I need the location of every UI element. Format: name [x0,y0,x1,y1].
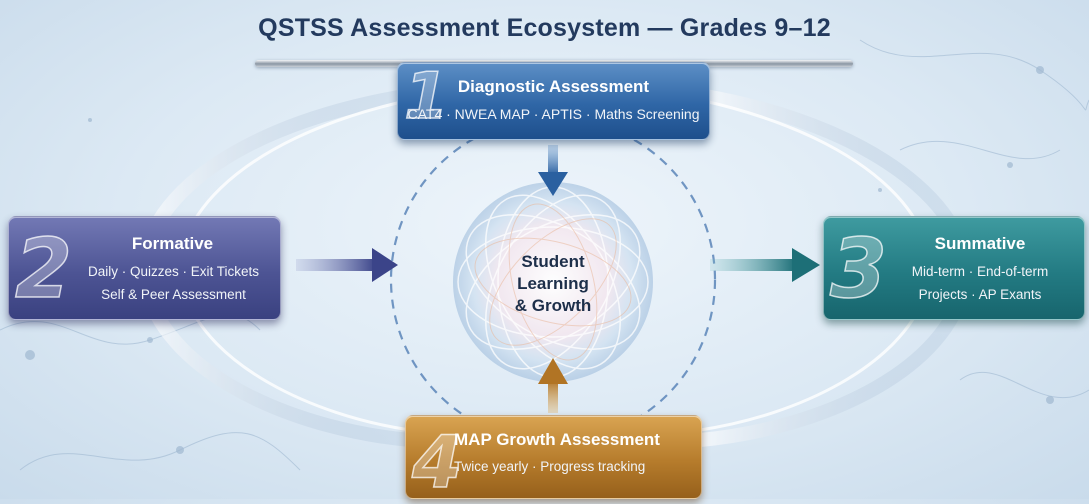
formative-card: 2 Formative Daily · Quizzes · Exit Ticke… [8,216,281,320]
map-growth-subtitle: Twice yearly · Progress tracking [454,459,646,474]
center-line-3: & Growth [514,296,592,315]
center-line-2: Learning [517,274,589,293]
inner-dashed-circle [389,116,717,444]
center-line-1: Student [521,252,585,271]
arrow-map-to-center [538,358,568,413]
map-growth-title: MAP Growth Assessment [454,430,660,449]
arrow-diagnostic-to-center [538,145,568,196]
diagnostic-title: Diagnostic Assessment [457,77,650,96]
diagnostic-subtitle: CAT4 · NWEA MAP · APTIS · Maths Screenin… [407,106,700,122]
summative-title: Summative [934,234,1026,253]
stage-number-4: 4 [411,420,463,504]
arrow-center-to-summative [710,248,820,282]
summative-line-1: Mid-term · End-of-term [911,264,1049,279]
summative-card: 3 Summative Mid-term · End-of-term Proje… [823,216,1085,320]
page-title: QSTSS Assessment Ecosystem — Grades 9–12 [258,14,831,42]
stage-number-2: 2 [14,222,73,317]
stage-number-3: 3 [829,222,888,317]
formative-line-1: Daily · Quizzes · Exit Tickets [87,264,260,279]
formative-line-2: Self & Peer Assessment [101,287,246,302]
arrow-formative-to-center [296,248,398,282]
formative-title: Formative [131,234,214,253]
stage-number-1: 1 [403,60,449,134]
network-nodes [25,66,1054,454]
summative-line-2: Projects · AP Exants [918,287,1042,302]
diagnostic-assessment-card: 1 Diagnostic Assessment CAT4 · NWEA MAP … [397,62,710,140]
center-label: Student Learning & Growth [487,251,619,317]
map-growth-card: 4 MAP Growth Assessment Twice yearly · P… [405,415,702,499]
